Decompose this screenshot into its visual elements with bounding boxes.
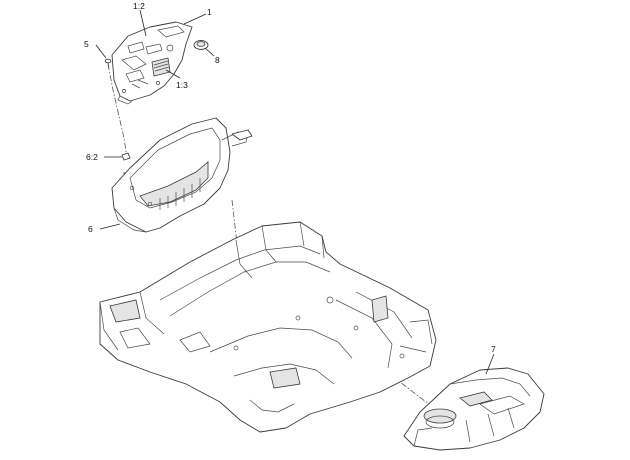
leader-lines [95,9,495,375]
callout-5: 5 [84,39,89,49]
callout-labels: 1:2 1 5 8 1:3 6:2 6 7 [84,1,496,354]
callout-6-2: 6:2 [86,152,98,162]
callout-8: 8 [215,55,220,65]
callout-1: 1 [207,7,212,17]
part-8-grommet [193,40,209,50]
frame-chassis [99,221,437,433]
part-6-console-tray [111,117,253,233]
callout-1-2: 1:2 [133,1,145,11]
part-6-2-clip [121,152,131,161]
part-1-console-plate [111,21,193,105]
callout-7: 7 [491,344,496,354]
part-7-storage-console [403,367,545,451]
part-5-screw [104,58,112,69]
callout-6: 6 [88,224,93,234]
callout-1-3: 1:3 [176,80,188,90]
